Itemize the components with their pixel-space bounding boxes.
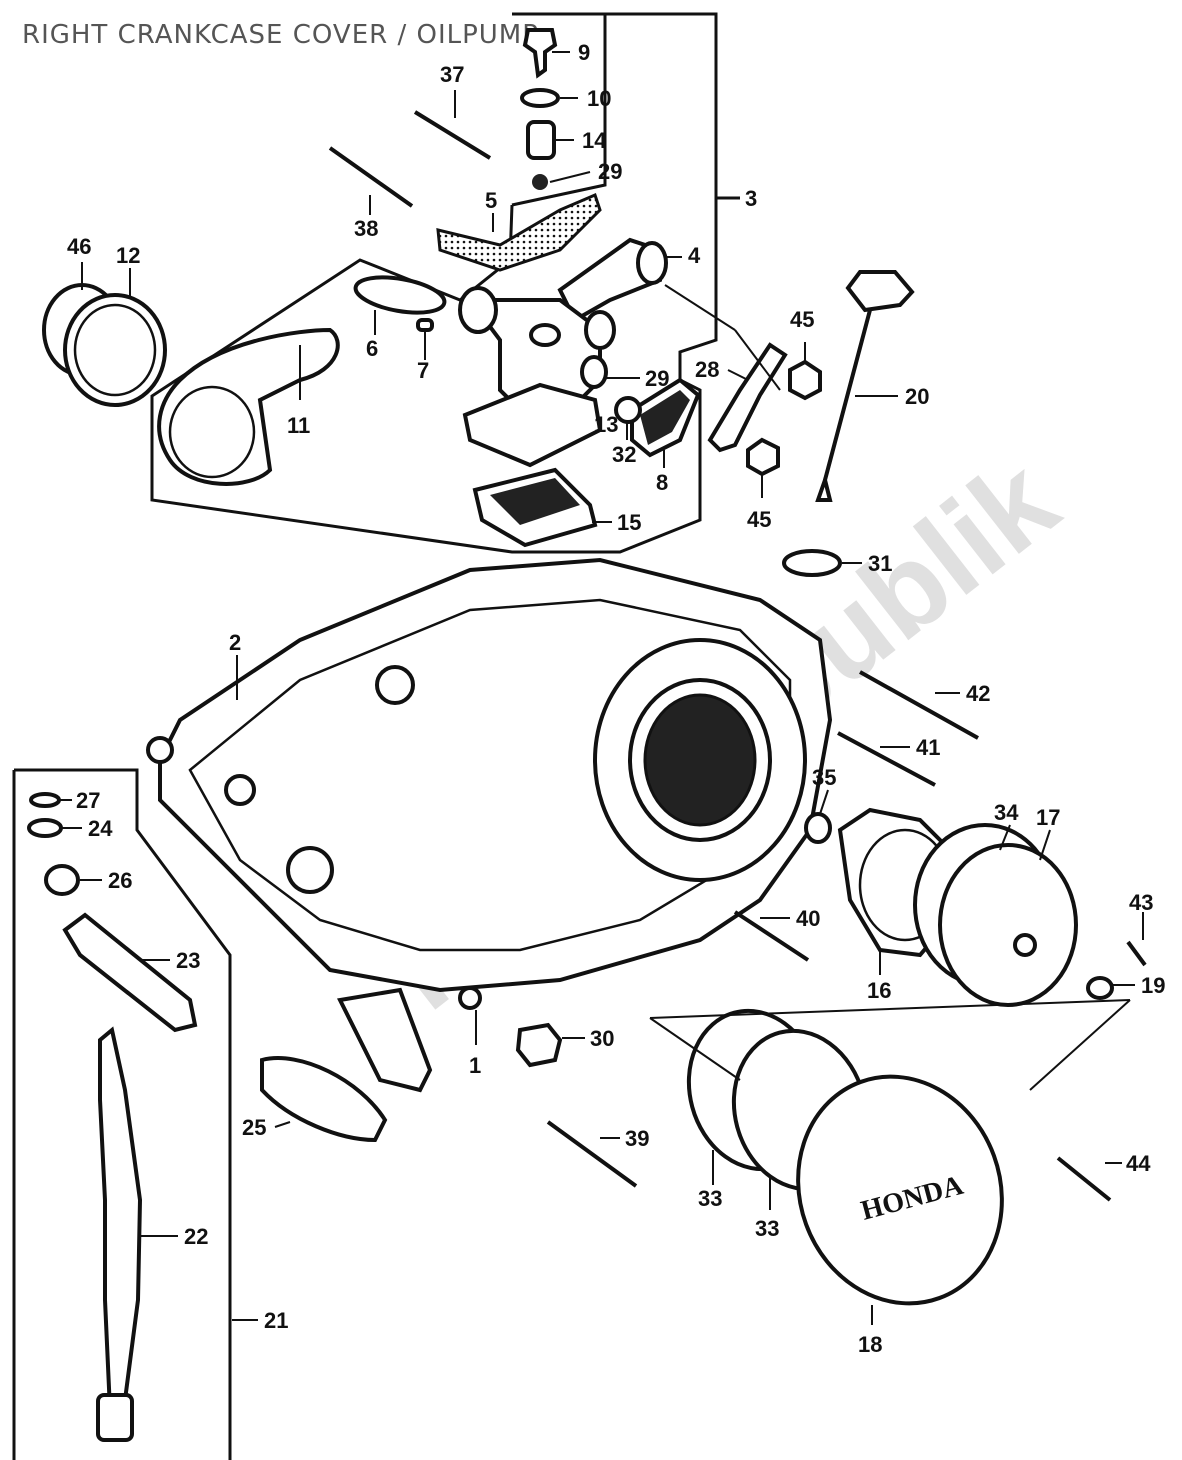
callout-11: 11 [287, 413, 310, 438]
callout-34: 34 [994, 800, 1019, 825]
callout-32: 32 [612, 442, 636, 467]
callout-8: 8 [656, 470, 668, 495]
callout-16: 16 [867, 978, 891, 1003]
crankcase-cover [146, 557, 833, 1093]
callout-25: 25 [242, 1115, 266, 1140]
callout-31: 31 [868, 551, 892, 576]
gaskets-left [42, 283, 167, 407]
part-45-top [788, 359, 822, 401]
bolts-right [546, 670, 1147, 1202]
part-41 [837, 731, 936, 787]
callout-26: 26 [108, 868, 132, 893]
callout-17: 17 [1036, 805, 1060, 830]
side-cover: HONDA [686, 1008, 1004, 1306]
callout-43: 43 [1129, 890, 1153, 915]
part-9 [522, 28, 558, 79]
callout-24: 24 [88, 816, 113, 841]
callout-10: 10 [587, 86, 611, 111]
callout-22: 22 [184, 1224, 208, 1249]
callout-6: 6 [366, 336, 378, 361]
part-26 [44, 864, 80, 896]
part-24 [27, 818, 63, 838]
callout-38: 38 [354, 216, 378, 241]
part-23 [62, 912, 198, 1033]
callout-14: 14 [582, 128, 607, 153]
callout-12: 12 [116, 243, 140, 268]
part-45-bottom [746, 437, 780, 477]
callout-2: 2 [229, 630, 241, 655]
oil-filter-rotor [837, 807, 1114, 1007]
part-44 [1056, 1156, 1112, 1202]
callout-13: 13 [594, 412, 618, 437]
callout-40: 40 [796, 906, 820, 931]
callout-23: 23 [176, 948, 200, 973]
part-28 [707, 342, 788, 453]
callout-45-bottom: 45 [747, 507, 771, 532]
frame-oilpump-top-inner [511, 14, 607, 207]
part-31 [782, 549, 842, 577]
assembly-leaders [649, 284, 1131, 1091]
part-27 [29, 792, 61, 808]
callout-19: 19 [1141, 973, 1165, 998]
callout-29-mid: 29 [645, 366, 669, 391]
callout-27: 27 [76, 788, 100, 813]
part-18 [796, 1074, 1004, 1306]
callout-1: 1 [469, 1053, 481, 1078]
callout-37: 37 [440, 62, 464, 87]
oil-line-parts [27, 792, 563, 1442]
callout-30: 30 [590, 1026, 614, 1051]
callout-42: 42 [966, 681, 990, 706]
callout-7: 7 [417, 358, 429, 383]
callout-33-a: 33 [698, 1186, 722, 1211]
callout-28: 28 [695, 357, 719, 382]
dipstick [782, 270, 915, 577]
part-7 [416, 318, 434, 332]
callout-46: 46 [67, 234, 91, 259]
callout-39: 39 [625, 1126, 649, 1151]
callout-18: 18 [858, 1332, 882, 1357]
part-35 [804, 812, 832, 844]
part-17 [938, 843, 1078, 1007]
part-42 [859, 670, 979, 740]
part-14 [526, 120, 556, 160]
callout-9: 9 [578, 40, 590, 65]
callout-4: 4 [688, 243, 701, 268]
callout-41: 41 [916, 735, 940, 760]
callout-3: 3 [745, 186, 757, 211]
part-6 [353, 275, 447, 315]
top-fasteners [328, 28, 560, 208]
callout-15: 15 [617, 510, 641, 535]
part-40 [733, 910, 810, 962]
part-22 [98, 1026, 143, 1414]
part-30 [515, 1022, 563, 1068]
part-29-ball [532, 174, 548, 190]
callout-20: 20 [905, 384, 929, 409]
part-12 [63, 293, 167, 407]
callout-44: 44 [1126, 1151, 1151, 1176]
part-39 [546, 1120, 638, 1188]
page-title: RIGHT CRANKCASE COVER / OILPUMP [22, 20, 539, 50]
callout-45-top: 45 [790, 307, 814, 332]
frame-oil-line [14, 768, 232, 1460]
part-25 [260, 1056, 388, 1143]
callout-21: 21 [264, 1308, 288, 1333]
callout-5: 5 [485, 188, 497, 213]
callouts: 9 10 14 29 3 37 38 5 4 46 12 6 7 11 45 2… [60, 40, 1165, 1357]
part-5 [436, 192, 602, 272]
part-10 [520, 88, 560, 108]
oil-pump-assembly [157, 192, 822, 548]
part-43 [1126, 940, 1147, 967]
callout-29-top: 29 [598, 159, 622, 184]
part-20-cap [845, 270, 915, 313]
pump-base [462, 382, 603, 468]
part-38 [328, 146, 414, 208]
callout-35: 35 [812, 765, 836, 790]
part-19 [1086, 976, 1114, 1000]
callout-33-b: 33 [755, 1216, 779, 1241]
part-37 [413, 110, 492, 160]
